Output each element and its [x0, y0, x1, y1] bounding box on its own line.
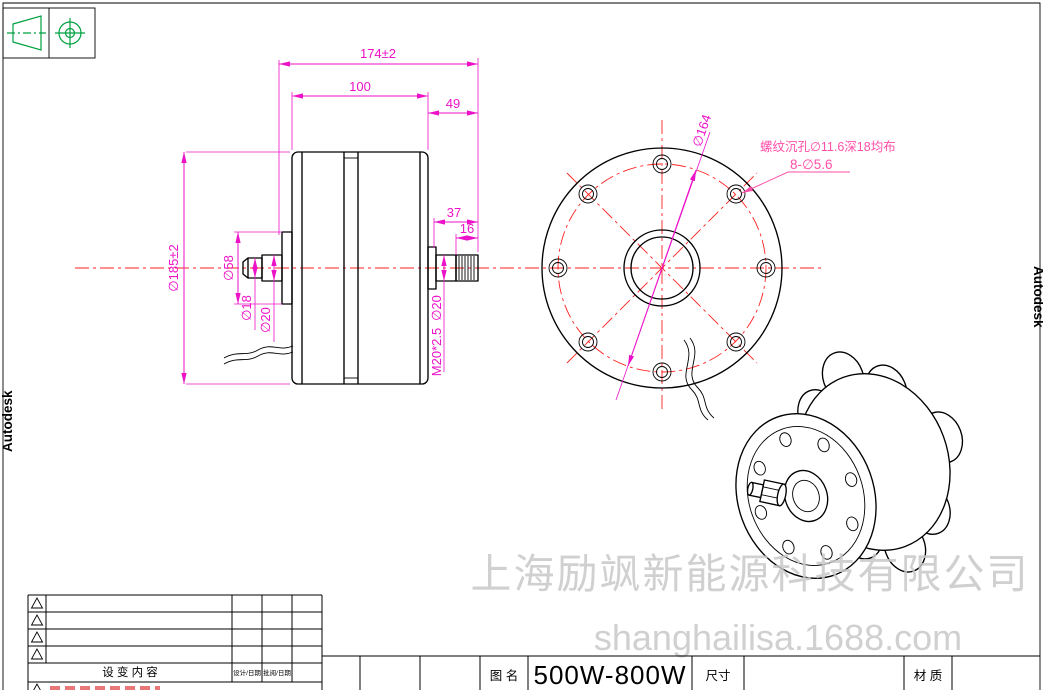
threaded-shaft	[455, 254, 479, 282]
drawing-name-label: 图 名	[490, 668, 518, 683]
bolt-holes	[548, 154, 776, 382]
cone-symbol	[12, 15, 42, 51]
watermark-website: shanghailisa.1688.com	[594, 617, 962, 658]
dim-shaft-length: 37	[447, 205, 461, 220]
revision-triangle-clipped	[33, 683, 41, 690]
revision-triangles	[30, 597, 44, 690]
revision-triangle	[30, 614, 44, 626]
design-date-label: 设计/日期	[233, 668, 261, 677]
dim-rear-section: 49	[446, 96, 460, 111]
thread-hatch	[458, 256, 475, 280]
bolt-circle-centerline	[557, 163, 767, 373]
revision-table: 设 变 内 容 设计/日期 批阅/日期	[27, 594, 323, 690]
autodesk-watermark-right: Autodesk	[1031, 266, 1043, 328]
dim-right-shaft-diameter: ∅20	[429, 295, 444, 321]
front-view-cable	[683, 337, 715, 421]
drawing-name-value: 500W-800W	[533, 660, 686, 690]
approve-date-label: 批阅/日期	[263, 668, 291, 677]
note-leader-line	[741, 171, 850, 194]
iso-hub-outer	[783, 469, 829, 523]
dim-thread-spec: M20*2.5	[429, 328, 444, 376]
dim-bolt-circle-diameter: ∅164	[689, 112, 714, 148]
iso-face-rim	[746, 426, 866, 566]
dim-total-length: 174±2	[360, 46, 396, 61]
iso-shaft-tip	[746, 481, 754, 496]
dim-boss-diameter: ∅58	[221, 255, 236, 281]
extension-lines	[186, 58, 479, 385]
iso-view	[735, 351, 964, 579]
front-outline-circle	[541, 147, 783, 389]
revision-triangle	[30, 597, 44, 609]
iso-bolt-holes	[753, 432, 859, 560]
projection-symbol	[2, 7, 96, 59]
material-label: 材 质	[914, 669, 942, 683]
iso-shaft	[746, 479, 787, 507]
front-view: ∅164 螺纹沉孔∅11.6深18均布 8-∅5.6	[541, 112, 896, 421]
revision-table-grid	[27, 594, 323, 690]
side-view: 174±2 100 49 37 16 ∅185±2 ∅58 ∅18 ∅20 ∅2…	[166, 46, 479, 385]
title-block-grid	[322, 655, 1040, 690]
dim-left-shaft-diameter: ∅20	[258, 307, 273, 333]
autodesk-watermark-left: Autodesk	[0, 390, 15, 452]
iso-shaft-washer	[776, 483, 787, 507]
size-label: 尺寸	[705, 669, 730, 683]
bolt-circle-dim-line	[627, 169, 697, 367]
dim-outer-diameter: ∅185±2	[166, 244, 181, 291]
counterbore-note: 螺纹沉孔∅11.6深18均布	[760, 140, 896, 154]
hole-pattern-note: 8-∅5.6	[790, 157, 833, 172]
dim-connector-diameter: ∅18	[239, 295, 254, 321]
left-connector-tip	[242, 257, 249, 279]
dim-body-length: 100	[349, 79, 371, 94]
change-content-label: 设 变 内 容	[102, 665, 158, 679]
dim-thread-length: 16	[460, 221, 474, 236]
iso-face	[735, 413, 877, 579]
revision-triangle	[30, 631, 44, 643]
motor-cable	[223, 345, 294, 365]
watermark-company: 上海励飒新能源科技有限公司	[471, 551, 1030, 597]
revision-triangle	[30, 648, 44, 660]
title-block: 图 名 500W-800W 尺寸 材 质	[322, 655, 1040, 690]
dimension-lines	[181, 61, 478, 384]
iso-hub-inner	[792, 479, 820, 513]
